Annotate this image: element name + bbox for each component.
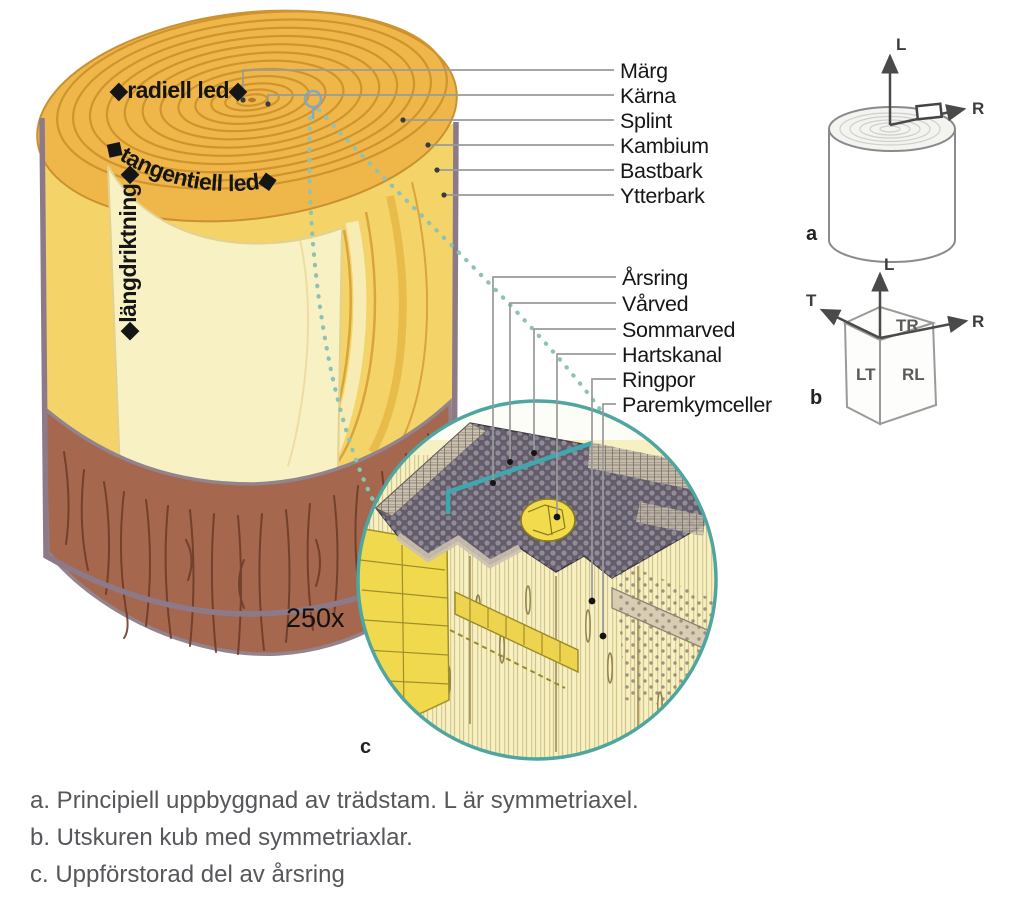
- caption-a: a. Principiell uppbyggnad av trädstam. L…: [30, 787, 639, 814]
- caption-c: c. Uppförstorad del av årsring: [30, 861, 345, 888]
- axis-l-label-b: L: [884, 255, 894, 274]
- axis-t-label-b: T: [806, 291, 817, 310]
- label-kambium: Kambium: [620, 134, 709, 158]
- microstructure-lens: [356, 399, 718, 761]
- bark: [42, 398, 454, 656]
- lens-border: [356, 399, 718, 761]
- caption-b: b. Utskuren kub med symmetriaxlar.: [30, 824, 413, 851]
- face-label-lt: LT: [856, 365, 876, 384]
- label-karna: Kärna: [620, 84, 676, 108]
- growth-rings: [56, 10, 448, 190]
- label-ringpor: Ringpor: [622, 368, 695, 392]
- pith: [248, 97, 256, 103]
- latewood-band: [588, 442, 706, 492]
- axis-r-label-a: R: [972, 99, 984, 118]
- growth-ring-surface: [36, 9, 458, 223]
- cube-location-marker: [915, 102, 944, 121]
- direction-label-longitudinal: ◆längdriktning◆: [115, 165, 141, 341]
- diagram-b-cube: L T R TR LT RL b: [806, 255, 984, 426]
- axis-t-arrow: [819, 308, 881, 340]
- earlywood-band: [375, 422, 487, 517]
- axis-r-arrow-b: [879, 315, 969, 340]
- microstructure-labels: Årsring Vårved Sommarved Hartskanal Ring…: [622, 266, 772, 417]
- panel-letter-a: a: [806, 223, 818, 245]
- label-arsring: Årsring: [622, 266, 688, 290]
- label-splint: Splint: [620, 109, 672, 133]
- axis-r-label-b: R: [972, 312, 984, 331]
- label-bastbark: Bastbark: [620, 159, 703, 183]
- magnifier-projection: [303, 89, 615, 505]
- resin-canal: [520, 498, 576, 542]
- trunk-illustration: [36, 9, 459, 656]
- panel-letter-c: c: [360, 736, 371, 758]
- label-varved: Vårved: [622, 292, 688, 316]
- direction-label-radial: ◆radiell led◆: [109, 77, 248, 103]
- layer-labels: Märg Kärna Splint Kambium Bastbark Ytter…: [620, 59, 709, 208]
- figure-captions: a. Principiell uppbyggnad av trädstam. L…: [30, 782, 639, 893]
- cross-section-top-face: [374, 422, 706, 579]
- diagram-a-cylinder: L R a: [806, 35, 984, 263]
- magnification-label: 250x: [286, 603, 345, 633]
- bark-streaks: [63, 433, 432, 655]
- face-label-rl: RL: [902, 365, 925, 384]
- label-paremkymceller: Paremkymceller: [622, 393, 772, 417]
- face-label-tr: TR: [896, 316, 919, 335]
- layer-leader-lines: [240, 69, 614, 198]
- ring-width-bracket: [445, 440, 593, 514]
- label-ytterbark: Ytterbark: [620, 184, 705, 208]
- axis-l-label-a: L: [896, 35, 906, 54]
- panel-letter-b: b: [810, 387, 822, 409]
- label-marg: Märg: [620, 59, 668, 83]
- label-sommarved: Sommarved: [622, 318, 735, 342]
- label-hartskanal: Hartskanal: [622, 343, 722, 367]
- microstructure-leader-lines: [490, 276, 616, 640]
